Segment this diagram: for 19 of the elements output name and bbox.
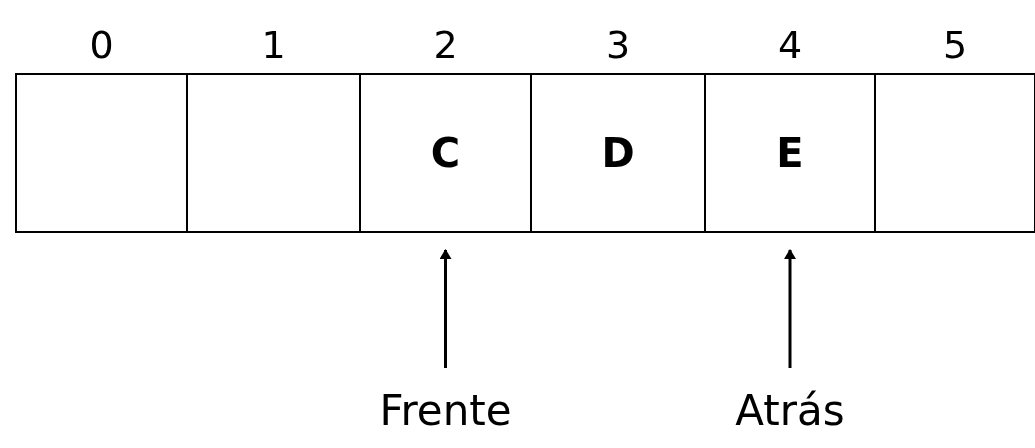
array-cell [530, 73, 706, 233]
pointer-label: Atrás [735, 386, 845, 435]
index-number: 1 [261, 26, 286, 64]
arrow [784, 249, 796, 368]
array-cell [874, 73, 1035, 233]
cell-value: E [776, 130, 804, 176]
array-cell [15, 73, 188, 233]
index-number: 4 [777, 26, 803, 64]
index-number: 3 [605, 26, 631, 64]
cell-value: C [430, 130, 461, 176]
arrow [439, 249, 452, 368]
array-cell [704, 73, 876, 233]
cell-value: D [601, 130, 635, 176]
array-cell [186, 73, 361, 233]
index-number: 2 [433, 26, 458, 64]
array-cell [359, 73, 532, 233]
index-number: 0 [89, 26, 114, 64]
pointer-label: Frente [379, 386, 512, 435]
index-number: 5 [942, 26, 968, 64]
